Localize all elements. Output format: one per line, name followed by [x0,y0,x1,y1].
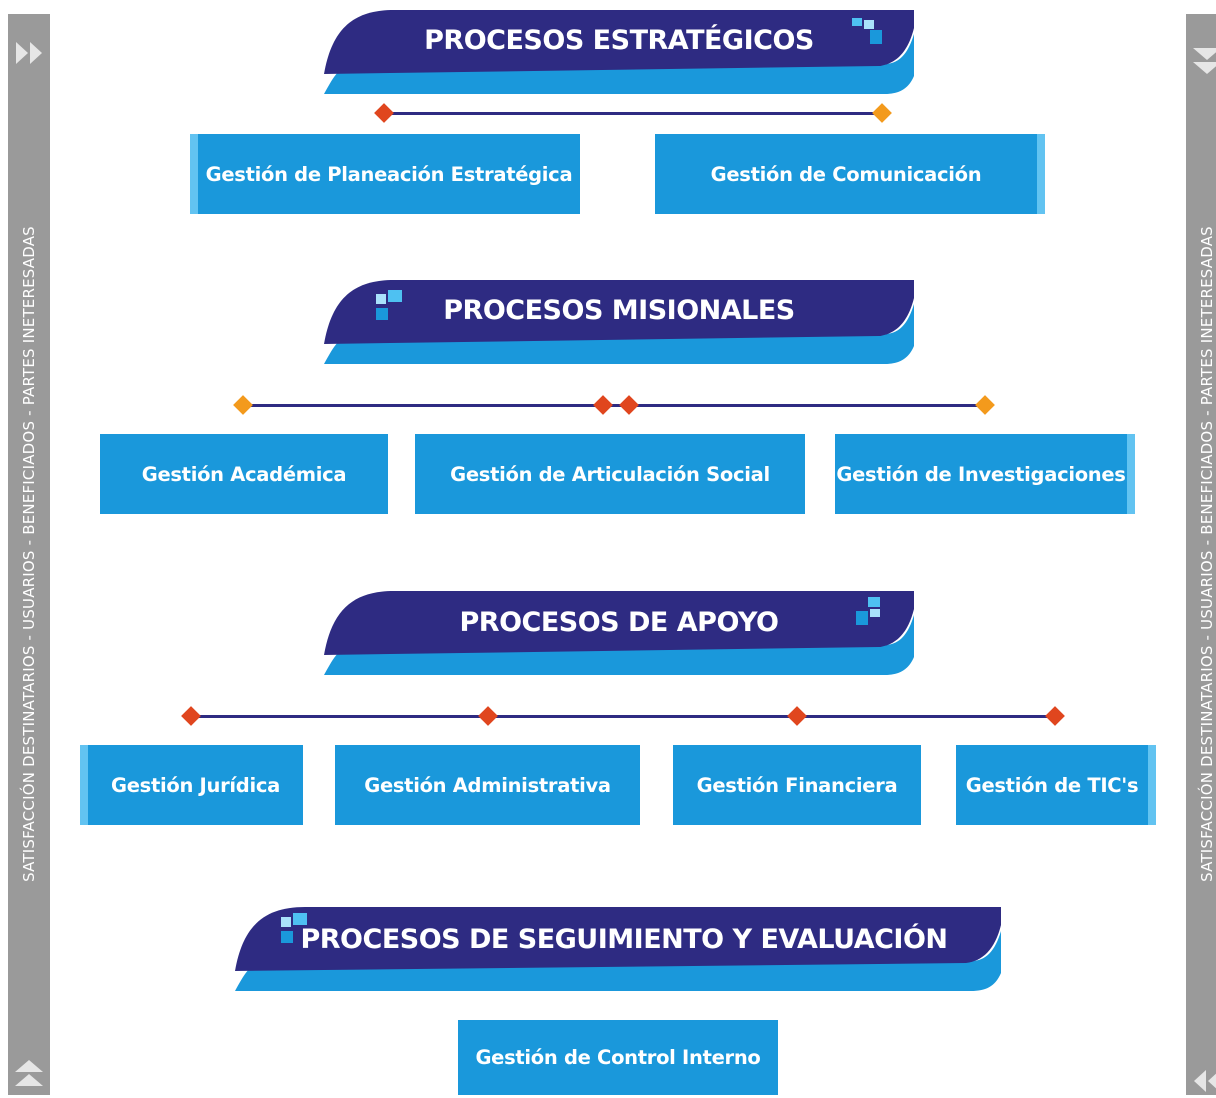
double-arrow-down-icon [1186,44,1216,78]
connector-diamond [872,103,892,123]
process-box-comunicacion[interactable]: Gestión de Comunicación [655,134,1045,214]
section-title: PROCESOS DE SEGUIMIENTO Y EVALUACIÓN [300,924,948,955]
banner-procesos-apoyo: PROCESOS DE APOYO [324,589,914,677]
banner-procesos-misionales: PROCESOS MISIONALES [324,278,914,366]
connector-diamond [478,706,498,726]
process-box-articulacion-social[interactable]: Gestión de Articulación Social [415,434,805,514]
section-title: PROCESOS ESTRATÉGICOS [424,25,814,56]
process-box-tics[interactable]: Gestión de TIC's [956,745,1156,825]
double-arrow-right-icon [8,36,50,70]
connector-line [191,715,1055,718]
connector-line [384,112,882,115]
connector-diamond [374,103,394,123]
connector-diamond [975,395,995,415]
process-box-planeacion-estrategica[interactable]: Gestión de Planeación Estratégica [190,134,580,214]
process-box-control-interno[interactable]: Gestión de Control Interno [458,1020,778,1095]
section-title: PROCESOS MISIONALES [443,295,795,326]
banner-procesos-estrategicos: PROCESOS ESTRATÉGICOS [324,8,914,96]
process-box-investigaciones[interactable]: Gestión de Investigaciones [835,434,1135,514]
double-arrow-left-icon [1186,1064,1216,1098]
right-side-label: SATISFACCIÓN DESTINATARIOS - USUARIOS - … [1198,226,1216,882]
connector-diamond [619,395,639,415]
connector-diamond [787,706,807,726]
process-box-financiera[interactable]: Gestión Financiera [673,745,921,825]
connector-diamond [233,395,253,415]
section-title: PROCESOS DE APOYO [459,607,779,638]
process-box-administrativa[interactable]: Gestión Administrativa [335,745,640,825]
banner-procesos-seguimiento-evaluacion: PROCESOS DE SEGUIMIENTO Y EVALUACIÓN [235,905,1001,993]
process-box-juridica[interactable]: Gestión Jurídica [80,745,303,825]
squares-icon [850,16,886,52]
squares-icon [372,288,408,324]
squares-icon [854,595,890,631]
right-side-bar: SATISFACCIÓN DESTINATARIOS - USUARIOS - … [1186,14,1216,1095]
left-side-bar: SATISFACCIÓN DESTINATARIOS - USUARIOS - … [8,14,50,1095]
connector-line [243,404,985,407]
connector-diamond [1045,706,1065,726]
connector-diamond [593,395,613,415]
connector-diamond [181,706,201,726]
double-arrow-up-icon [8,1054,50,1088]
squares-icon [277,911,313,947]
left-side-label: SATISFACCIÓN DESTINATARIOS - USUARIOS - … [20,226,38,882]
process-box-academica[interactable]: Gestión Académica [100,434,388,514]
